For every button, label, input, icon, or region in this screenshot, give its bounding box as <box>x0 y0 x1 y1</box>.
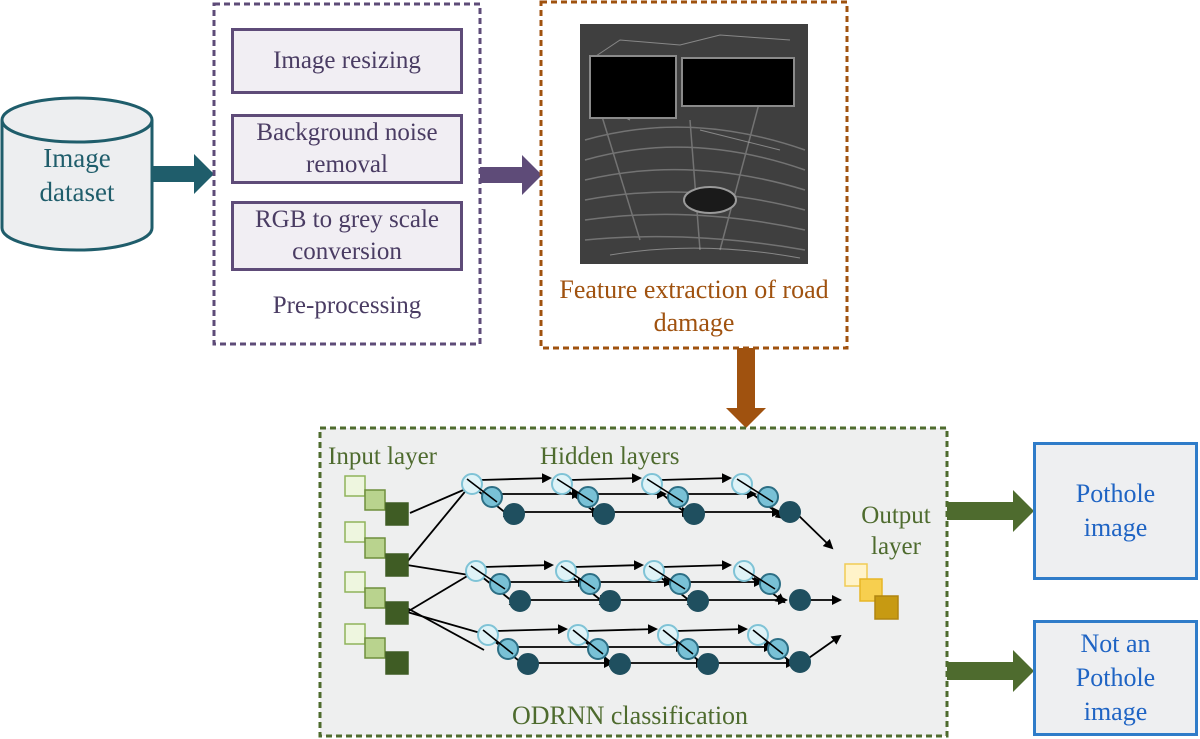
step-image-resizing: Image resizing <box>231 28 463 94</box>
output-layer-label: Output layer <box>846 500 946 563</box>
dataset-label: Image dataset <box>2 142 152 210</box>
not-pothole-line3: image <box>1083 696 1148 726</box>
not-pothole-image-box: Not an Pothole image <box>1033 620 1198 736</box>
step-rgb-line2: conversion <box>292 238 402 265</box>
input-connections <box>406 487 485 651</box>
step-noise-line1: Background noise <box>256 118 438 146</box>
step-rgb-line1: RGB to grey scale <box>255 205 439 233</box>
input-layer-nodes <box>344 475 409 675</box>
feature-title-line1: Feature extraction of road <box>559 275 829 304</box>
output-layer-label-line1: Output <box>861 502 931 529</box>
dataset-label-line1: Image <box>43 143 111 173</box>
feature-title-line2: damage <box>653 307 735 337</box>
dataset-label-line2: dataset <box>39 176 115 207</box>
to-not-pothole-arrow <box>947 650 1034 692</box>
pothole-image-box: Pothole image <box>1033 442 1198 580</box>
step-noise-line2: removal <box>306 151 388 178</box>
not-pothole-line1: Not an <box>1080 629 1151 659</box>
pothole-line2: image <box>1083 513 1148 542</box>
step-background-noise-removal: Background noise removal <box>231 114 463 184</box>
pothole-line1: Pothole <box>1075 479 1156 509</box>
not-pothole-line2: Pothole <box>1075 663 1156 693</box>
preprocessing-title: Pre-processing <box>272 292 422 319</box>
input-layer-label: Input layer <box>328 443 437 470</box>
dataset-to-preprocessing-arrow <box>152 154 214 194</box>
feature-to-classification-arrow <box>726 348 766 428</box>
road-damage-image <box>580 24 808 264</box>
preprocessing-to-feature-arrow <box>480 155 542 195</box>
output-layer-label-line2: layer <box>871 533 921 561</box>
step-rgb-to-grey: RGB to grey scale conversion <box>231 201 463 271</box>
hidden-layers-label: Hidden layers <box>540 443 680 470</box>
step-image-resizing-line1: Image resizing <box>273 46 421 74</box>
hidden-layer-nodes <box>461 473 811 675</box>
feature-container <box>539 0 849 350</box>
to-pothole-arrow <box>947 490 1034 532</box>
feature-title: Feature extraction of road damage <box>541 274 847 339</box>
classification-title: ODRNN classification <box>511 701 749 730</box>
output-layer-nodes <box>844 563 899 620</box>
database-cylinder-icon <box>0 96 154 252</box>
